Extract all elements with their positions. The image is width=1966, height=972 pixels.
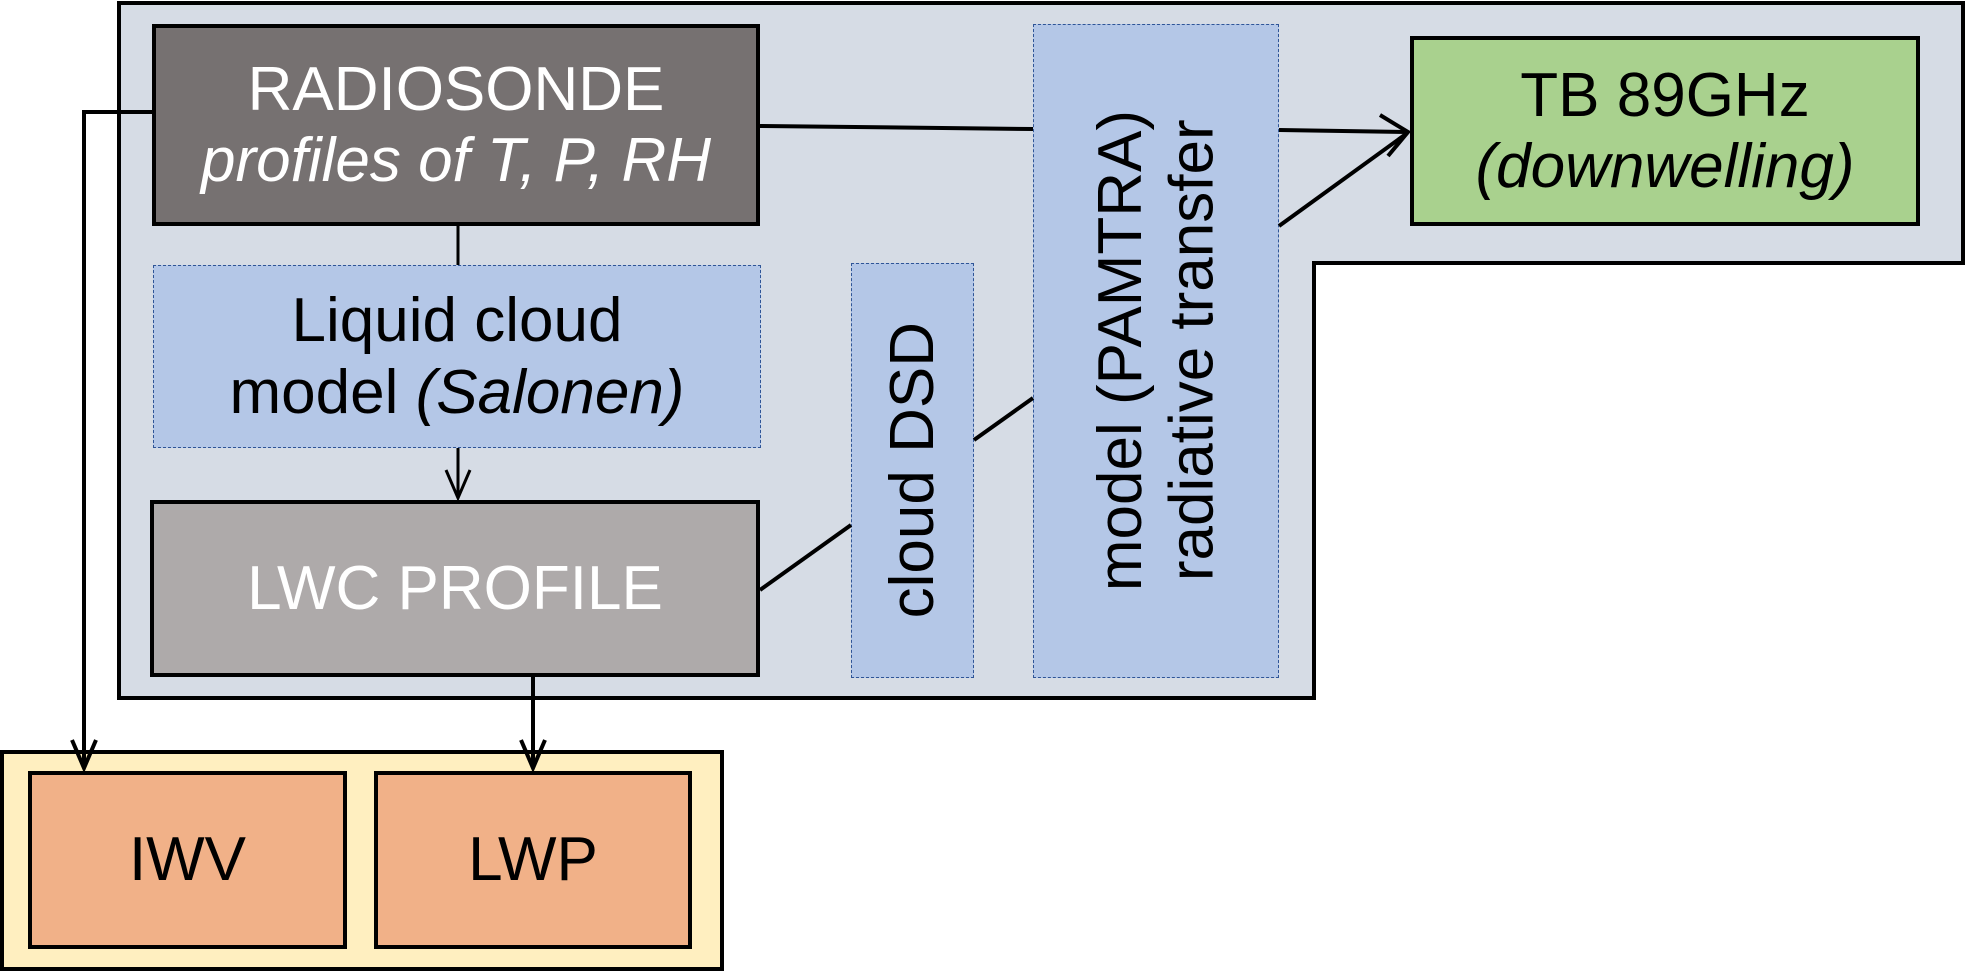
pamtra-line1: radiative transfer — [1157, 120, 1226, 582]
iwv-label: IWV — [128, 825, 247, 895]
cloud-dsd-label: cloud DSD — [877, 322, 947, 619]
radiosonde-title: RADIOSONDE — [247, 54, 665, 124]
cloud-dsd-box: cloud DSD — [851, 263, 974, 678]
cloud-model-author: (Salonen) — [415, 357, 685, 427]
cloud-model-line2: model — [229, 357, 416, 427]
cloud-model-line1: Liquid cloud — [291, 286, 623, 356]
tb-box: TB 89GHz (downwelling) — [1410, 36, 1920, 226]
lwp-box: LWP — [374, 771, 692, 949]
lwc-profile-label: LWC PROFILE — [247, 553, 663, 623]
tb-title: TB 89GHz — [1520, 60, 1810, 130]
iwv-box: IWV — [28, 771, 347, 949]
tb-subtitle: (downwelling) — [1475, 132, 1855, 201]
lwc-profile-box: LWC PROFILE — [150, 500, 760, 677]
pamtra-box: model (PAMTRA) radiative transfer — [1033, 24, 1279, 678]
lwp-label: LWP — [468, 825, 598, 895]
cloud-model-box: Liquid cloud model (Salonen) — [153, 265, 761, 448]
pamtra-line2: model (PAMTRA) — [1085, 110, 1155, 592]
radiosonde-box: RADIOSONDE profiles of T, P, RH — [152, 24, 760, 226]
radiosonde-subtitle: profiles of T, P, RH — [200, 126, 712, 195]
